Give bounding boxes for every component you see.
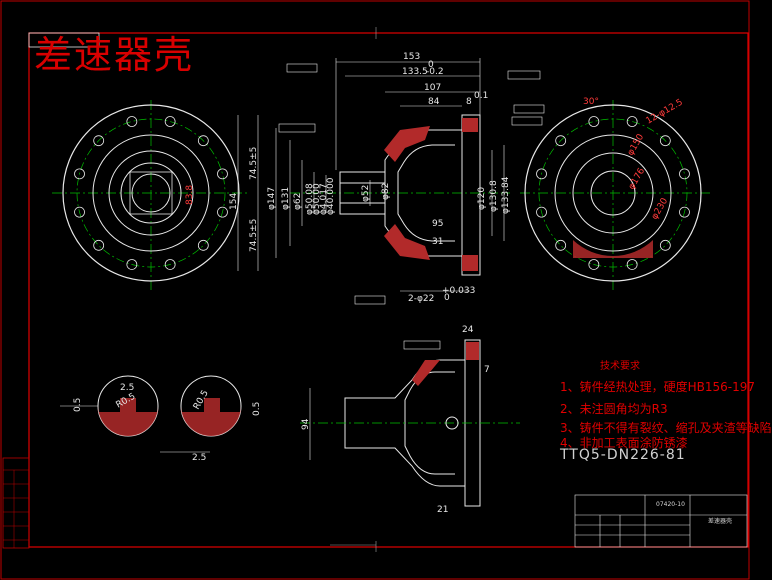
dim-95: 95 <box>432 219 443 229</box>
bolt-hole <box>626 259 638 270</box>
bolt-hole <box>679 168 690 180</box>
drawing-title: 差速器壳 <box>34 33 195 77</box>
right-dim-150: φ150 <box>626 132 646 157</box>
right-bolt-holes <box>536 116 690 270</box>
detail-right-width: 2.5 <box>192 453 206 463</box>
dim-7: 7 <box>484 365 490 375</box>
detail-view-left <box>60 375 159 437</box>
bolt-hole <box>93 239 105 251</box>
dim-phi50-lower: φ50.00 <box>312 183 322 215</box>
title-block <box>574 494 748 548</box>
dim-154: 154 <box>229 193 239 210</box>
requirements-heading: 技术要求 <box>600 361 640 372</box>
dim-107: 107 <box>424 83 441 93</box>
drawing-number-box <box>28 32 100 48</box>
bolt-hole <box>197 239 209 251</box>
detail-left-width: 2.5 <box>120 383 134 393</box>
bolt-hole <box>126 116 138 127</box>
dim-94: 94 <box>301 418 311 430</box>
requirement-item: 3、铸件不得有裂纹、缩孔及夹渣等缺陷 <box>560 421 772 435</box>
bolt-hole <box>679 206 690 218</box>
dim-phi147: φ147 <box>267 187 277 210</box>
bolt-hole <box>555 239 567 251</box>
title-block-label: 差速器壳 <box>708 518 733 525</box>
detail-right-gap: 0.5 <box>252 402 262 416</box>
side-table-rows <box>3 469 29 548</box>
side-table <box>2 457 30 549</box>
dim-8: 8 <box>466 97 472 107</box>
detail-view-right <box>160 375 242 453</box>
dim-phi62: φ62 <box>293 193 303 210</box>
right-end-view <box>520 100 710 290</box>
main-dimension-lines <box>237 58 505 271</box>
detail-left-gap: 0.5 <box>73 398 83 412</box>
dim-phi40-lower: φ40.000 <box>326 177 336 215</box>
tolerance-frames <box>278 63 545 350</box>
left-bolt-holes <box>74 116 228 270</box>
bolt-hole <box>536 206 547 218</box>
dim-phi120: φ120 <box>477 187 487 210</box>
engineering-drawing: 83.8 30° 12-φ12.5 φ150 φ176 φ230 <box>0 0 750 580</box>
dim-phi131: φ131 <box>281 187 291 210</box>
bolt-hole <box>93 135 105 147</box>
right-dim-230: φ230 <box>650 196 670 221</box>
dim-2-phi22: 2-φ22 <box>408 294 434 304</box>
dim-phi82: φ82 <box>381 183 391 200</box>
dim-74-5-upper: 74.5±5 <box>249 147 259 180</box>
bolt-hole <box>536 168 547 180</box>
dim-phi50-upper: φ50.08 <box>305 183 315 215</box>
dim-24: 24 <box>462 325 474 335</box>
left-end-view <box>52 100 250 290</box>
bolt-hole <box>164 259 176 270</box>
angle-dimension: 30° <box>583 97 599 107</box>
bolt-hole <box>197 135 209 147</box>
bolt-hole <box>74 168 85 180</box>
dim-133-5-lower-tol: -0.2 <box>426 67 444 77</box>
bolt-hole <box>217 206 228 218</box>
drawing-frame <box>28 32 749 548</box>
bolt-hole <box>217 168 228 180</box>
title-block-drawing-number: 07420-10 <box>656 501 685 508</box>
bolt-hole <box>74 206 85 218</box>
dim-74-5-lower: 74.5±5 <box>249 219 259 252</box>
requirement-item: 4、非加工表面涂防锈漆 <box>560 436 688 450</box>
dim-phi133: φ133.84 <box>501 176 511 214</box>
dim-133-5-upper-tol: 0 <box>428 60 434 70</box>
bolt-hole <box>659 239 671 251</box>
bolt-hole <box>555 135 567 147</box>
dim-phi130: φ130.8 <box>489 180 499 212</box>
dim-21: 21 <box>437 505 448 515</box>
dim-2-phi22-lower-tol: 0 <box>444 293 450 303</box>
dim-153: 153 <box>403 52 420 62</box>
left-view-dimension: 83.8 <box>185 185 195 205</box>
dim-phi40-upper: φ4.017 <box>319 183 329 215</box>
dim-8-tol: 0.1 <box>474 91 488 101</box>
section-hatching <box>384 118 478 271</box>
requirement-item: 1、铸件经热处理，硬度HB156-197 <box>560 380 756 394</box>
dim-133-5: 133.5 <box>402 67 428 77</box>
standard-code: TTQ5-DN226-81 <box>560 447 686 463</box>
bolt-hole <box>164 116 176 127</box>
bolt-hole <box>126 259 138 270</box>
sheet-border <box>0 0 750 580</box>
bolt-hole <box>659 135 671 147</box>
requirement-item: 2、未注圆角均为R3 <box>560 402 668 416</box>
frame-center-marks <box>330 27 377 552</box>
bolt-hole <box>588 259 600 270</box>
dim-phi52: φ52 <box>361 185 371 202</box>
dim-2-phi22-upper-tol: +0.033 <box>442 286 475 296</box>
dim-31: 31 <box>432 237 443 247</box>
bolt-hole <box>588 116 600 127</box>
bolt-hole <box>626 116 638 127</box>
lower-section-hatching <box>412 342 479 386</box>
dim-84: 84 <box>428 97 440 107</box>
